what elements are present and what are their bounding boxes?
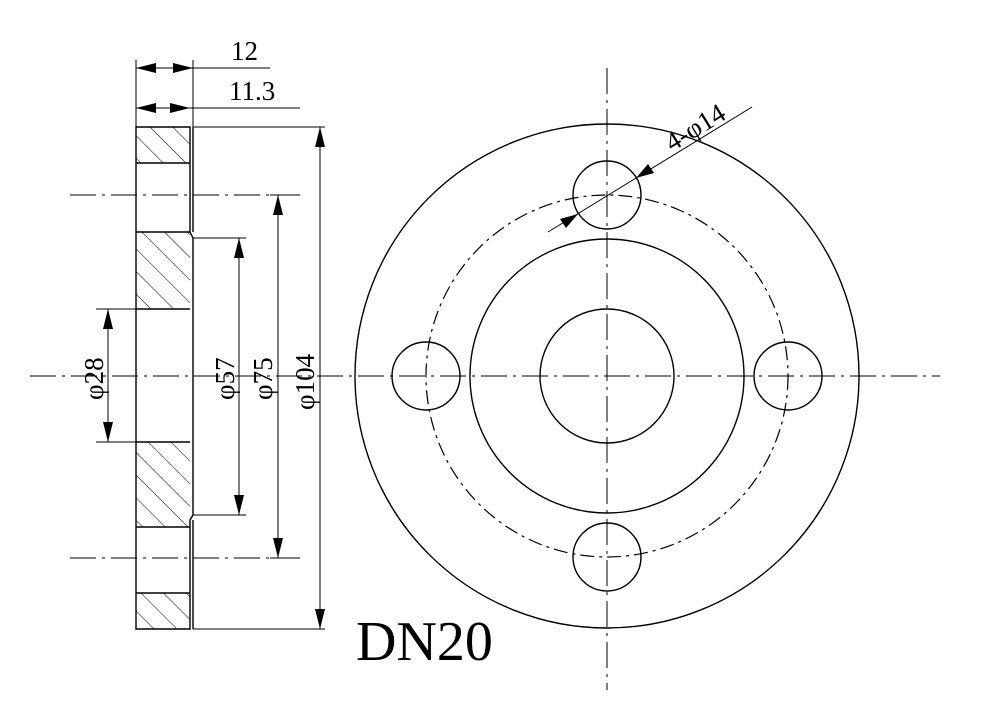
front-view: 4-φ14 [354,68,860,690]
dim-outer-diameter: φ104 [290,353,320,410]
section-view: 12 11.3 φ28 φ57 φ75 φ104 [70,36,325,630]
bolt-hole-right [753,341,823,411]
dim-raised-face-diameter: φ57 [210,357,240,400]
drawing-title: DN20 [356,611,493,673]
hatch-bottom [136,593,190,629]
outer-circle [354,123,860,629]
section-outline [135,126,194,630]
bolt-circle [425,194,789,558]
bolt-hole-top [572,160,642,230]
bore-circle [539,308,675,444]
dim-bolt-circle-diameter: φ75 [248,357,278,400]
hatch-upper [136,232,190,309]
hatch-top [136,127,190,163]
dim-bore-diameter: φ28 [79,357,109,400]
hatch-lower [136,442,190,527]
raised-face-circle [469,238,745,514]
dim-bolt-holes: 4-φ14 [659,97,731,157]
dim-thickness: 12 [231,36,258,66]
bolt-hole-bottom [572,522,642,592]
dim-raised-face-thickness: 11.3 [229,76,275,106]
bolt-hole-left [391,341,461,411]
